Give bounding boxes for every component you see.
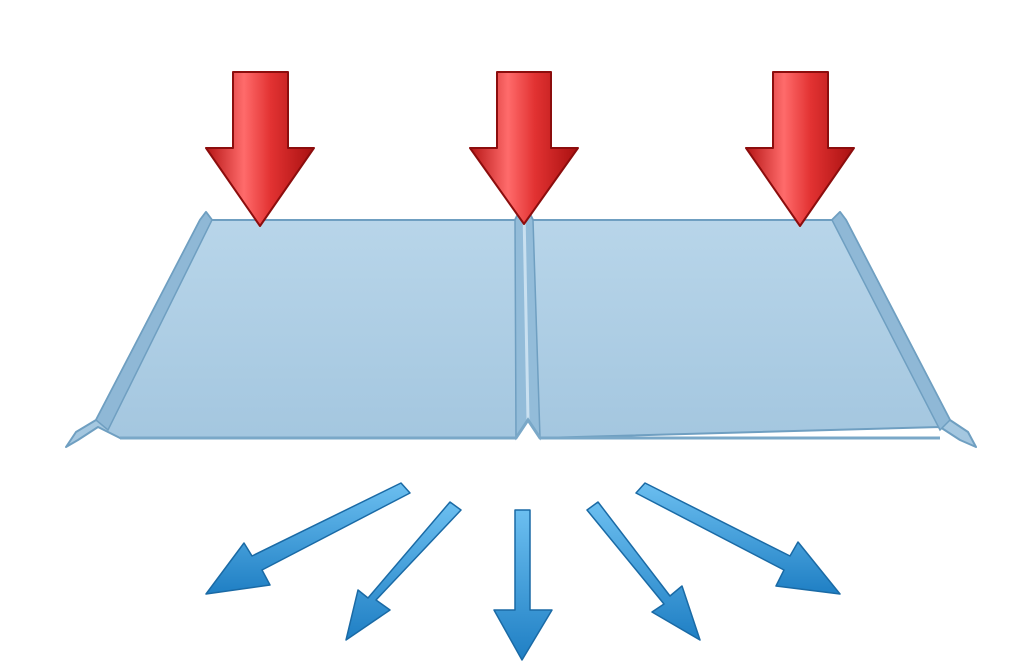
dispersion-arrow-icon <box>493 509 553 661</box>
down-arrow-icon <box>205 71 315 227</box>
dispersion-arrow-icon <box>205 482 411 595</box>
panel-right-rib <box>831 210 951 432</box>
dispersion-arrow-icon <box>586 501 701 641</box>
panel-bottom-edge <box>120 417 940 440</box>
panel-left-rib <box>95 210 213 432</box>
down-arrow-icon <box>469 71 579 225</box>
seam-highlight <box>522 211 530 421</box>
dispersion-arrows <box>205 482 841 661</box>
dispersion-arrow-icon <box>635 482 841 595</box>
load-arrows <box>205 71 855 227</box>
roof-panel <box>65 209 977 448</box>
dispersion-arrow-icon <box>345 501 462 641</box>
down-arrow-icon <box>745 71 855 227</box>
